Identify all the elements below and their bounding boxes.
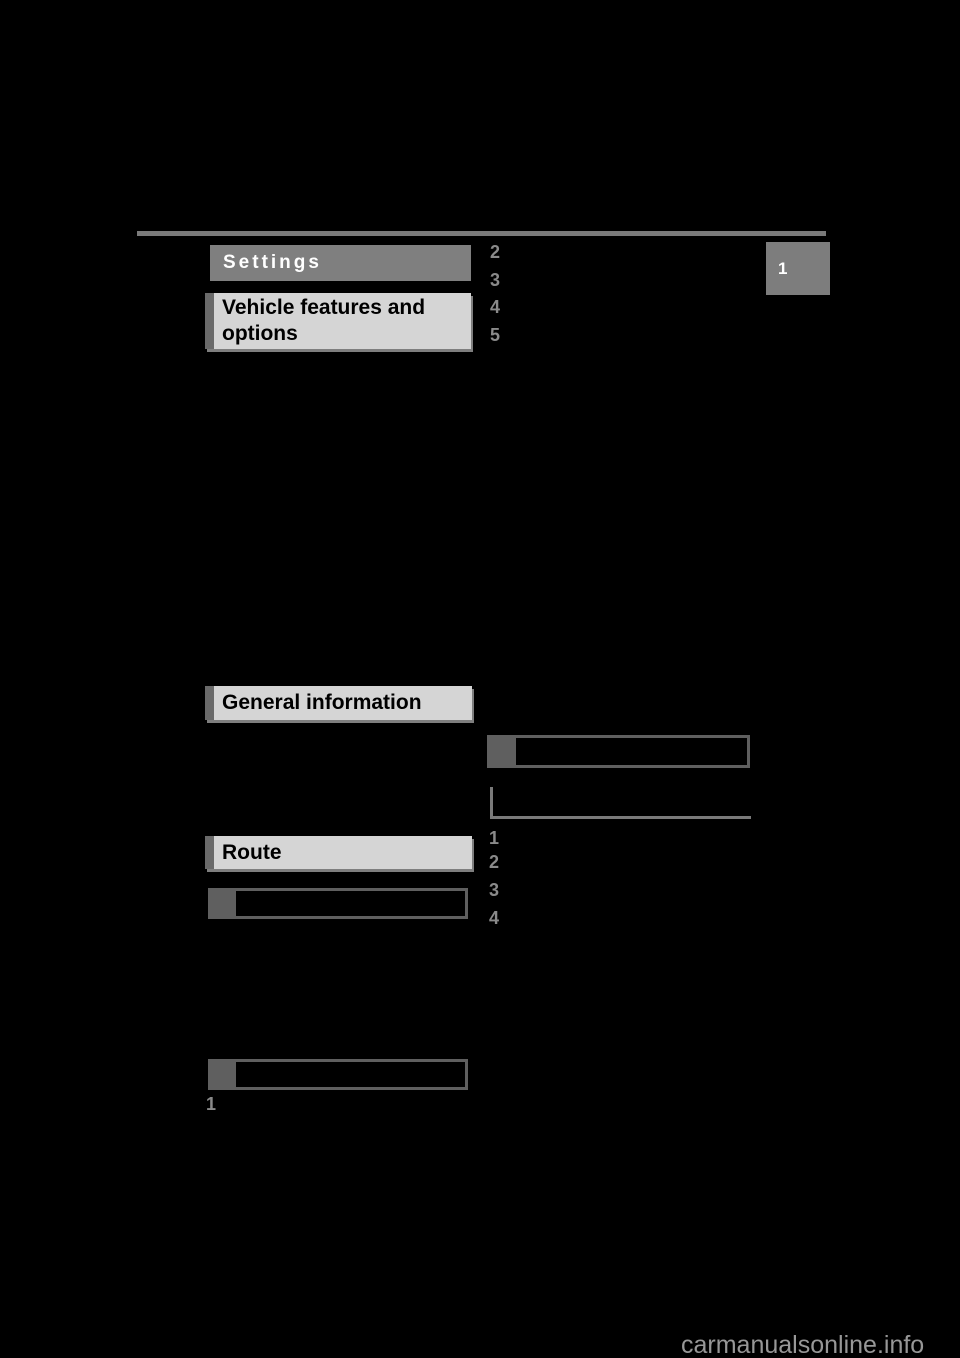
bottom-label-box-square bbox=[208, 1059, 233, 1090]
settings-header: Settings bbox=[210, 245, 471, 281]
partial-box-bottom-border bbox=[490, 816, 751, 819]
settings-header-label: Settings bbox=[223, 252, 322, 273]
right-label-box bbox=[487, 735, 750, 768]
bottom-label-box-outline bbox=[233, 1059, 468, 1090]
settings-step-5: 5 bbox=[490, 325, 501, 345]
vehicle-features-accent-bar bbox=[205, 293, 214, 349]
settings-step-3: 3 bbox=[490, 270, 501, 290]
route-label-box-square bbox=[208, 888, 233, 919]
right-label-box-outline bbox=[513, 735, 750, 768]
right-label-box-square bbox=[487, 735, 513, 768]
route-step-3: 3 bbox=[489, 880, 500, 900]
route-label-box bbox=[208, 888, 468, 919]
top-divider-rule bbox=[137, 231, 826, 236]
settings-step-2: 2 bbox=[490, 242, 501, 262]
bottom-step-1: 1 bbox=[206, 1094, 217, 1114]
vehicle-features-header: Vehicle features and options bbox=[205, 293, 471, 349]
chapter-tab: 1 bbox=[766, 242, 830, 295]
general-information-header-label: General information bbox=[214, 686, 472, 720]
partial-box-left-border bbox=[490, 787, 493, 818]
general-information-header: General information bbox=[205, 686, 472, 720]
watermark: carmanualsonline.info bbox=[681, 1331, 925, 1358]
route-header-label: Route bbox=[214, 836, 472, 869]
route-step-4: 4 bbox=[489, 908, 500, 928]
route-accent-bar bbox=[205, 836, 214, 869]
route-step-2: 2 bbox=[489, 852, 500, 872]
route-label-box-outline bbox=[233, 888, 468, 919]
chapter-tab-number: 1 bbox=[778, 258, 788, 278]
settings-step-4: 4 bbox=[490, 297, 501, 317]
route-header: Route bbox=[205, 836, 472, 869]
vehicle-features-header-label: Vehicle features and options bbox=[214, 293, 471, 349]
route-step-1: 1 bbox=[489, 828, 500, 848]
general-information-accent-bar bbox=[205, 686, 214, 720]
bottom-label-box bbox=[208, 1059, 468, 1090]
